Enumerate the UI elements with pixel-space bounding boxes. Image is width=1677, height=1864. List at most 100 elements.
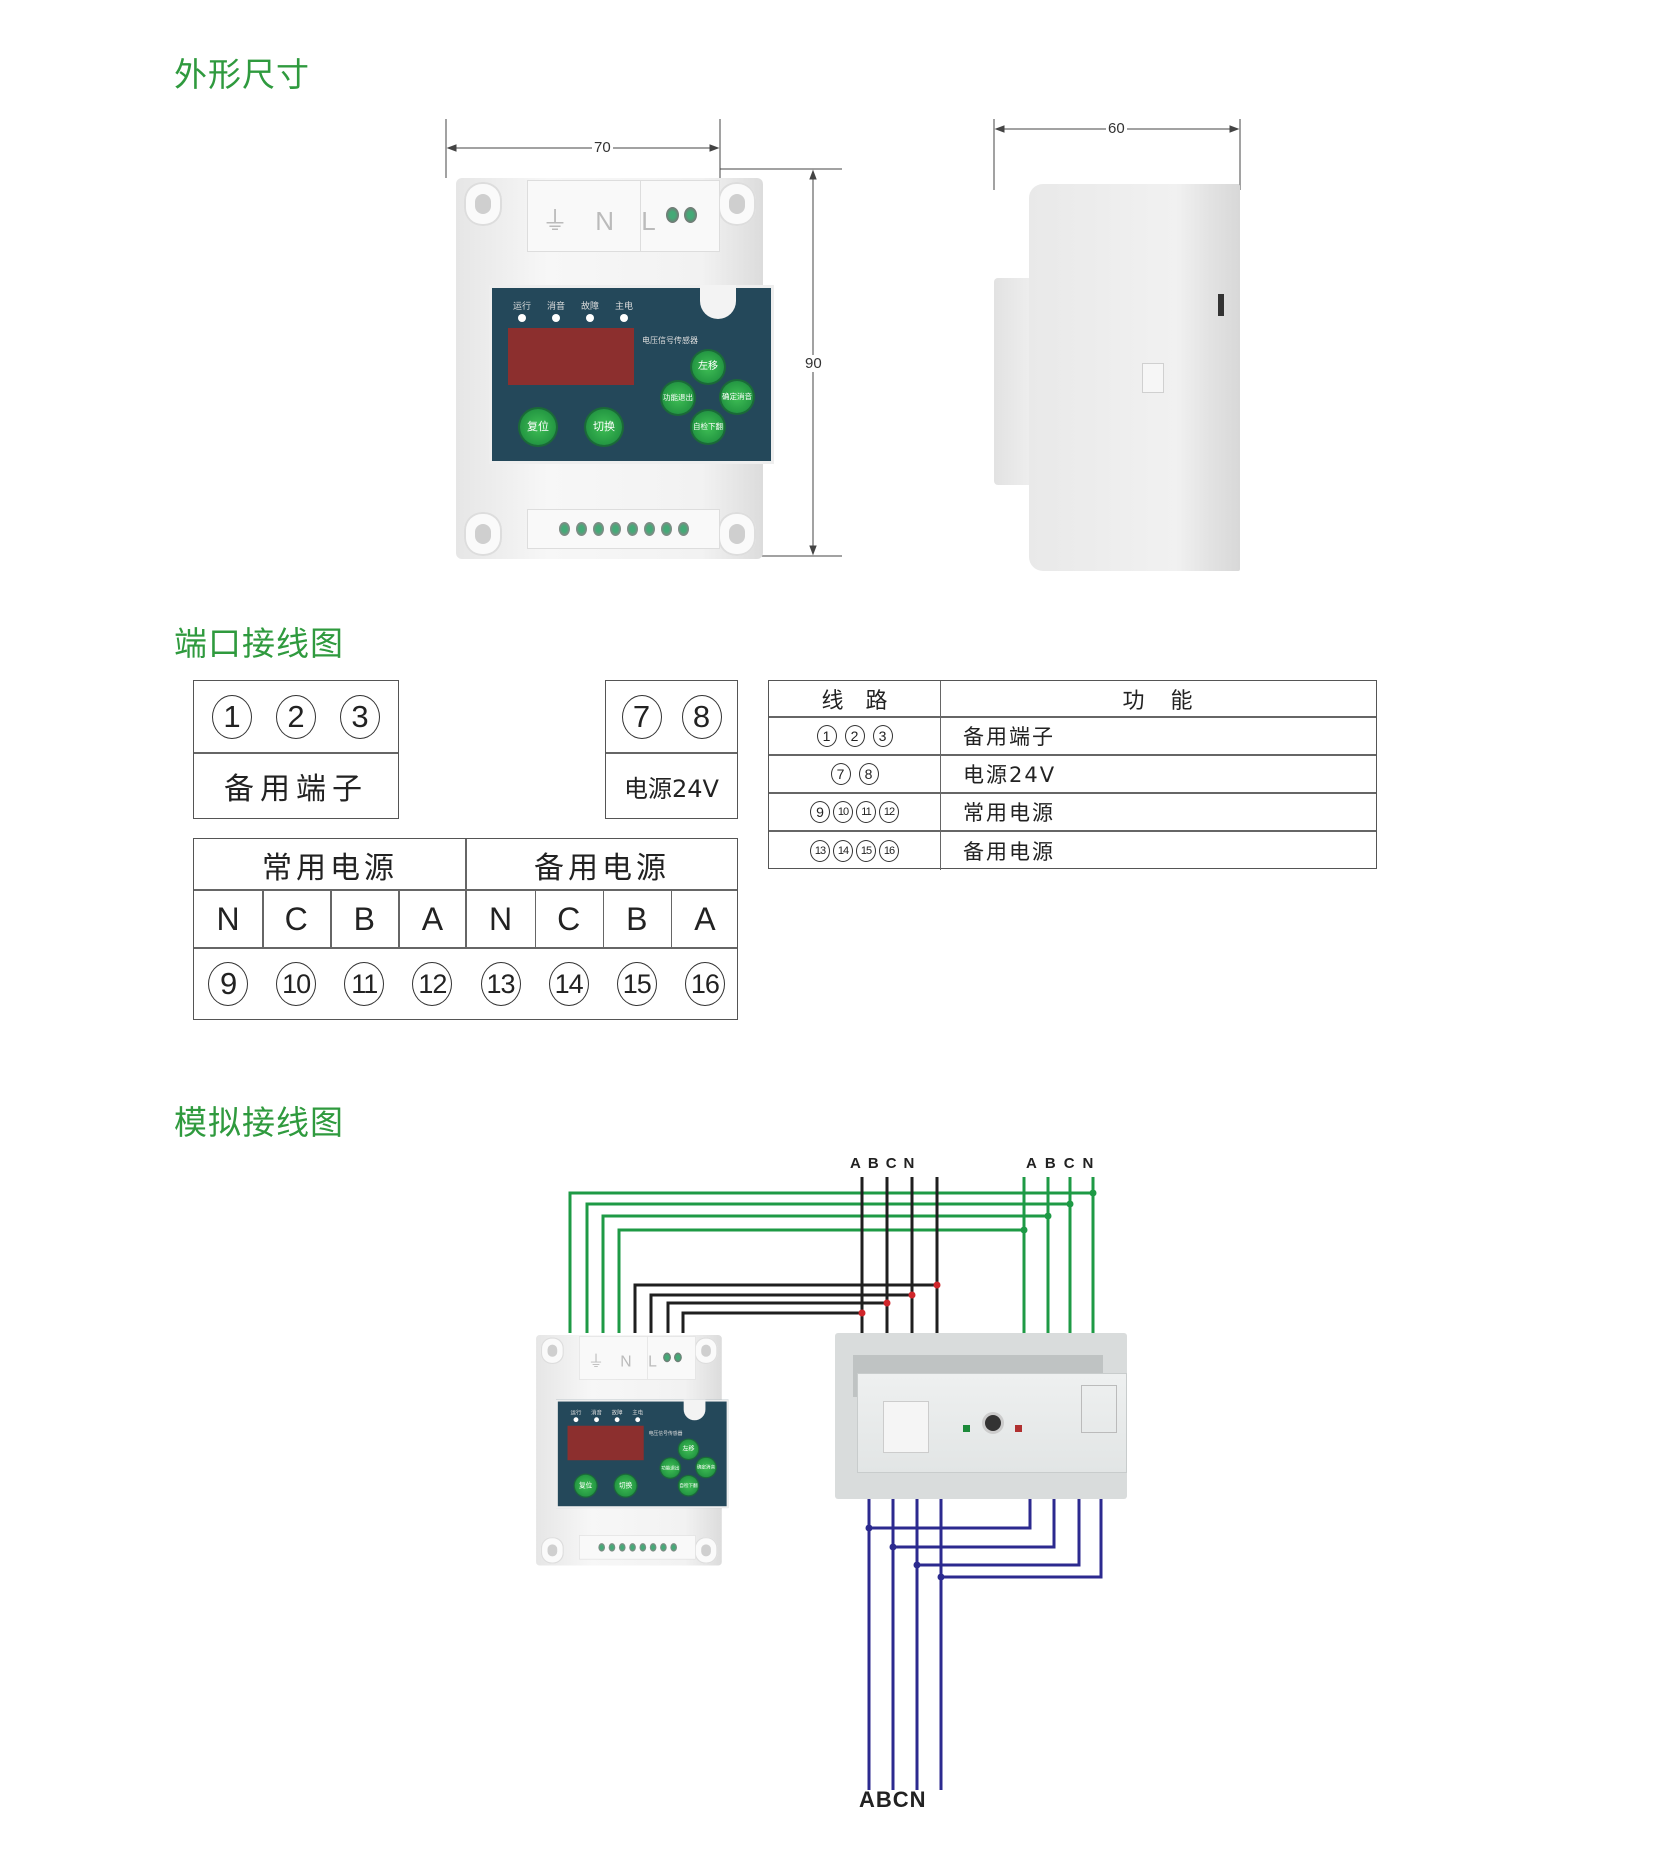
junction-dot	[913, 1561, 921, 1569]
terminal-number: 1	[212, 695, 252, 739]
main-signal-wire	[681, 1311, 862, 1333]
dim-width-70: 70	[592, 139, 613, 156]
selftest-down-button[interactable]: 自检下翻	[692, 411, 724, 443]
load-link-wire	[893, 1490, 1056, 1549]
confirm-mute-button[interactable]: 确定消音	[696, 1457, 716, 1478]
junction-dot	[858, 1309, 866, 1317]
left-button[interactable]: 左移	[678, 1439, 699, 1460]
led-indicator	[552, 314, 560, 322]
led-display	[567, 1425, 644, 1461]
terminal-number: 2	[276, 695, 316, 739]
load-phase-labels: ABCN	[859, 1787, 927, 1812]
speaker-icon	[683, 1399, 706, 1421]
terminal-number: 11	[344, 962, 385, 1006]
led-label: 消音	[591, 1410, 602, 1417]
control-panel: 运行 消音 故障 主电 电压信号传感器 左移 功能退出 确定消音 自检下翻 复位…	[489, 285, 774, 464]
led-display	[508, 328, 634, 385]
line-number: 13	[810, 840, 830, 862]
junction-dot	[908, 1291, 916, 1299]
function-label: 常用电源	[963, 801, 1055, 825]
terminal-number: 16	[684, 962, 725, 1006]
line-number: 7	[830, 763, 851, 785]
phase-label: B	[353, 900, 375, 937]
terminal-number: 13	[480, 962, 521, 1006]
speaker-icon	[700, 285, 736, 319]
screw-icon	[666, 207, 679, 223]
led-label: 运行	[570, 1410, 582, 1417]
terminal-number: 7	[621, 695, 662, 739]
main-signal-wire	[649, 1293, 912, 1333]
phase-label: N	[489, 900, 513, 937]
terminal-number: 8	[681, 695, 722, 739]
junction-dot	[889, 1543, 897, 1551]
junction-dot	[865, 1524, 873, 1532]
device-front-view: ⏚ N L 运行 消音 故障 主电 电压信号传感器 左移 功能退出 确定消音 自…	[446, 178, 774, 559]
main-power-header: 常用电源	[262, 850, 398, 886]
func-exit-button[interactable]: 功能退出	[662, 382, 694, 414]
device-in-wiring: ⏚ N L 运行 消音 故障 主电 电压信号传感器 左移 功能退出 确定消音 自…	[530, 1335, 729, 1566]
power-terminal-label: 电源24V	[624, 774, 719, 803]
transfer-switch	[835, 1325, 1127, 1507]
terminal-number: 3	[340, 695, 380, 739]
backup-signal-wire	[585, 1202, 1070, 1333]
spare-terminal-label: 备用端子	[224, 772, 368, 807]
main-signal-wire	[633, 1283, 937, 1333]
screw-icon	[663, 1352, 671, 1363]
led-label: 主电	[632, 1410, 644, 1417]
section-title-ports: 端口接线图	[174, 624, 344, 663]
line-number: 10	[833, 801, 853, 823]
led-indicator	[586, 314, 594, 322]
line-number: 1	[816, 725, 837, 747]
led-indicator	[620, 314, 628, 322]
screw-icon	[684, 207, 697, 223]
line-number: 12	[879, 801, 899, 823]
line-number: 16	[879, 840, 899, 862]
line-number: 3	[872, 725, 893, 747]
junction-dot	[937, 1573, 945, 1581]
line-number: 8	[858, 763, 879, 785]
main-signal-wire	[666, 1301, 887, 1333]
led-label: 运行	[512, 302, 532, 312]
led-indicator	[518, 314, 526, 322]
led-label: 主电	[614, 302, 634, 312]
backup-signal-wire	[617, 1228, 1024, 1333]
line-number: 11	[856, 801, 876, 823]
phase-label: B	[626, 900, 648, 937]
terminal-number: 9	[208, 962, 249, 1006]
line-number: 14	[833, 840, 853, 862]
line-number: 9	[810, 801, 830, 823]
function-label: 备用端子	[963, 725, 1055, 749]
terminal-number: 12	[412, 962, 453, 1006]
backup-phase-labels: ABCN	[1026, 1155, 1102, 1172]
line-number: 2	[844, 725, 865, 747]
led-label: 故障	[580, 302, 600, 312]
selftest-down-button[interactable]: 自检下翻	[678, 1475, 699, 1496]
phase-label: A	[694, 900, 716, 937]
header-function: 功 能	[1122, 688, 1195, 714]
left-button[interactable]: 左移	[692, 351, 724, 383]
main-phase-labels: ABCN	[850, 1155, 922, 1172]
func-exit-button[interactable]: 功能退出	[660, 1458, 681, 1478]
backup-signal-wire	[601, 1214, 1048, 1333]
reset-button[interactable]: 复位	[520, 409, 556, 445]
confirm-mute-button[interactable]: 确定消音	[721, 381, 753, 413]
dimension-lines	[445, 119, 1241, 557]
backup-signal-wire	[568, 1191, 1093, 1333]
backup-power-header: 备用电源	[534, 850, 670, 886]
header-lines: 线 路	[769, 681, 941, 716]
terminal-number: 14	[548, 962, 589, 1006]
switch-button[interactable]: 切换	[586, 409, 622, 445]
dim-height-90: 90	[803, 355, 824, 372]
input-terminal-cover: ⏚ N L	[527, 180, 720, 252]
reset-button[interactable]: 复位	[574, 1474, 597, 1497]
phase-label: A	[421, 900, 444, 937]
section-title-dimensions: 外形尺寸	[174, 55, 310, 94]
terminal-label-ground-n-l: ⏚ N L	[542, 206, 666, 236]
switch-button[interactable]: 切换	[614, 1474, 637, 1497]
